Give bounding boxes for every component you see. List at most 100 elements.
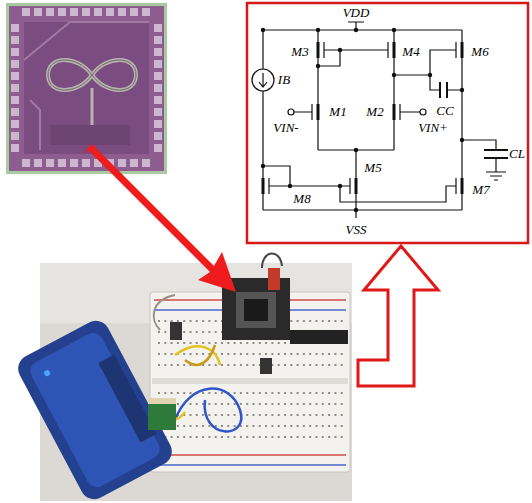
signal-label: M4 [402,45,419,59]
breadboard-photo [164,353,166,355]
breadboard-photo [208,392,210,394]
breadboard-photo [98,354,156,442]
chip-photo [11,108,19,116]
breadboard-photo [334,414,336,416]
breadboard-photo [208,436,210,438]
breadboard-photo [265,342,267,344]
breadboard-photo [334,353,336,355]
breadboard-photo [328,320,330,322]
breadboard-photo [284,342,286,344]
breadboard-photo [177,364,179,366]
breadboard-photo [259,414,261,416]
breadboard-photo [297,425,299,427]
breadboard-photo [154,454,346,456]
opamp-schematic [400,104,420,120]
breadboard-photo [259,425,261,427]
breadboard-photo [309,403,311,405]
breadboard-photo [208,414,210,416]
breadboard-photo [297,364,299,366]
breadboard-photo [328,436,330,438]
breadboard-photo [265,353,267,355]
opamp-schematic [261,164,265,168]
chip-photo [154,144,162,152]
breadboard-photo [196,331,198,333]
breadboard-photo [278,342,280,344]
breadboard-photo [303,403,305,405]
breadboard-photo [284,425,286,427]
chip-photo [11,60,19,68]
breadboard-photo [278,403,280,405]
breadboard-photo [185,345,215,365]
signal-label: M2 [366,105,383,119]
breadboard-photo [13,253,352,503]
opamp-schematic [340,186,456,202]
breadboard-photo [152,378,348,384]
breadboard-photo [227,403,229,405]
breadboard-photo [240,392,242,394]
breadboard-photo [171,342,173,344]
opamp-schematic [288,109,294,115]
breadboard-photo [221,353,223,355]
chip-photo [48,60,136,90]
breadboard-photo [290,320,292,322]
breadboard-photo [303,414,305,416]
chip-photo [154,96,162,104]
breadboard-photo [322,353,324,355]
breadboard-photo [290,364,292,366]
chip-photo [24,22,149,154]
breadboard-photo [190,436,192,438]
breadboard-photo [290,414,292,416]
breadboard-photo [316,436,318,438]
breadboard-photo [202,425,204,427]
breadboard-photo [175,389,241,432]
chip-photo [82,159,90,167]
breadboard-photo [290,353,292,355]
breadboard-photo [246,353,248,355]
breadboard-photo [328,403,330,405]
breadboard-photo [341,403,343,405]
opamp-schematic [259,73,267,87]
opamp-schematic [318,50,340,66]
chip-photo [58,8,66,16]
opamp-schematic [393,30,394,150]
breadboard-photo [183,320,185,322]
breadboard-photo [246,342,248,344]
breadboard-photo [158,364,160,366]
breadboard-photo [328,425,330,427]
breadboard-photo [322,425,324,427]
opamp-schematic [460,88,464,92]
chip-photo [94,8,102,16]
breadboard-photo [234,414,236,416]
chip-photo [154,84,162,92]
breadboard-photo [303,364,305,366]
breadboard-photo [334,320,336,322]
breadboard-photo [208,425,210,427]
breadboard-photo [265,425,267,427]
breadboard-photo [202,414,204,416]
chip-photo [22,159,30,167]
breadboard-photo [341,353,343,355]
breadboard-photo [208,364,210,366]
breadboard-photo [253,436,255,438]
breadboard-photo [190,320,192,322]
breadboard-photo [341,392,343,394]
chip-photo [46,8,54,16]
breadboard-photo [341,425,343,427]
breadboard-photo [271,403,273,405]
breadboard-photo [265,436,267,438]
breadboard-photo [309,425,311,427]
opamp-schematic [460,138,464,142]
pointer-arrow [80,144,236,292]
breadboard-photo [322,364,324,366]
opamp-schematic [263,178,269,210]
breadboard-photo [215,403,217,405]
breadboard-photo [246,414,248,416]
breadboard-photo [215,320,217,322]
opamp-schematic [294,104,312,120]
signal-label: M7 [472,183,489,197]
breadboard-photo [290,330,348,344]
breadboard-photo [221,364,223,366]
breadboard-photo [303,425,305,427]
